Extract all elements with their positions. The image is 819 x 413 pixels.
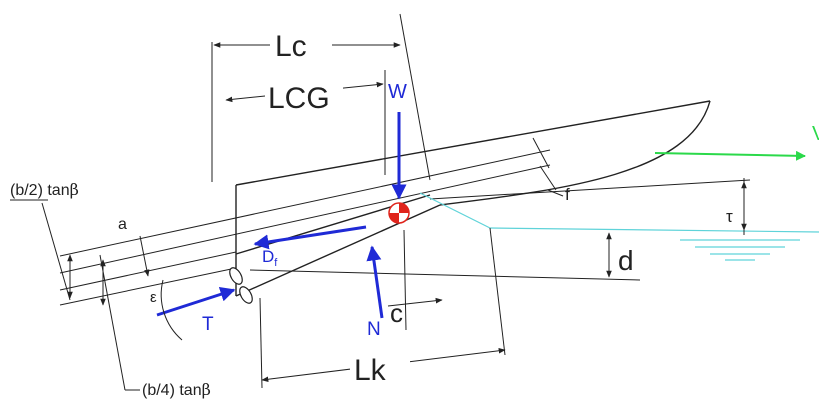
dim-lk-ext-left xyxy=(259,297,263,389)
propeller-blade-upper xyxy=(229,267,243,285)
ref-line-4 xyxy=(59,267,237,306)
dim-lk-label: Lk xyxy=(354,354,387,387)
dim-lk-ext-right xyxy=(489,227,506,356)
dim-lcg-label: LCG xyxy=(268,82,330,115)
water-line-main xyxy=(419,192,491,229)
ref-line-2 xyxy=(59,164,551,274)
horizontal-reference xyxy=(249,269,641,281)
weight-label: W xyxy=(388,81,407,103)
dim-b4 xyxy=(99,254,140,391)
water-line-flat xyxy=(489,227,819,233)
ref-line-1 xyxy=(59,149,551,257)
dim-a-label: a xyxy=(118,216,127,233)
epsilon-label: ε xyxy=(150,289,157,306)
dim-a-arrow xyxy=(139,235,150,277)
velocity-arrow xyxy=(654,150,806,161)
hull-deck-line xyxy=(235,100,711,186)
dim-f-tick-1 xyxy=(532,137,550,169)
hull-bow-curve xyxy=(439,100,711,206)
dim-a xyxy=(139,235,150,277)
reference-lines xyxy=(59,149,751,306)
tau-label: τ xyxy=(726,207,733,226)
velocity-label: V xyxy=(812,123,819,145)
dim-f-leader xyxy=(547,189,564,197)
dim-lcg-label-bg xyxy=(265,78,343,112)
ref-line-3 xyxy=(59,251,237,291)
dim-b4-ext xyxy=(99,254,126,391)
cg-quadrant-1 xyxy=(399,203,409,213)
hull-outline xyxy=(235,100,711,297)
dim-f-tick-2 xyxy=(539,165,557,191)
normal-label: N xyxy=(367,319,381,340)
dim-c xyxy=(387,229,443,331)
dim-f-label: f xyxy=(565,185,570,204)
dim-lc-label-bg xyxy=(270,27,332,61)
thrust-label: T xyxy=(202,314,214,335)
dim-lc-label: Lc xyxy=(275,30,307,63)
dim-f xyxy=(532,137,564,197)
drag-arrow xyxy=(253,225,367,250)
dim-lc-ext-right xyxy=(399,13,431,181)
propeller-blade-lower xyxy=(239,286,253,304)
d-label: d xyxy=(618,245,634,276)
trim-reference xyxy=(429,179,751,200)
dim-b2-label: (b/2) tanβ xyxy=(10,180,79,199)
dim-c-label: c xyxy=(390,298,403,328)
dim-c-ext xyxy=(403,229,407,331)
water-surface xyxy=(419,192,819,261)
cg-symbol xyxy=(388,202,410,224)
drag-label: Df xyxy=(262,247,278,269)
dim-c-line xyxy=(387,297,443,307)
propeller-icon xyxy=(229,267,253,304)
normal-arrow xyxy=(366,245,384,319)
dim-lk-label-bg xyxy=(350,350,410,384)
thrust-arrow xyxy=(156,287,236,317)
dim-b2 xyxy=(10,199,73,301)
dim-b2-ext xyxy=(41,202,71,301)
dim-b4-label: (b/4) tanβ xyxy=(142,380,211,399)
cg-quadrant-3 xyxy=(389,213,399,223)
epsilon-arc xyxy=(160,279,183,341)
